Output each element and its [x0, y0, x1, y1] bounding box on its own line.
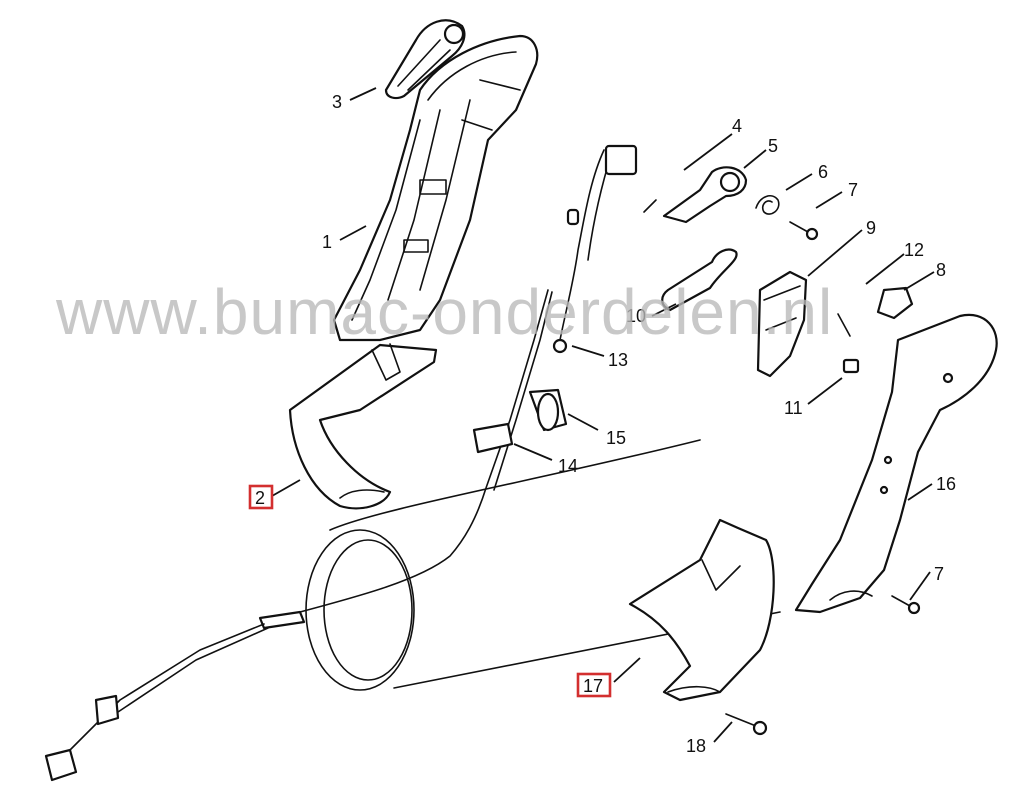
callout-2: 2: [255, 488, 265, 508]
part-10-lever: [661, 248, 738, 312]
part-17-upper-shell: [628, 518, 775, 702]
part-14-throttle-cable: [258, 289, 553, 630]
callout-labels: 3 1 2 4 5 6 7 9 12 8 10 13 11 15 14 16 7…: [255, 92, 956, 756]
callout-16: 16: [936, 474, 956, 494]
callout-18: 18: [686, 736, 706, 756]
part-5-trigger: [662, 166, 748, 224]
callout-5: 5: [768, 136, 778, 156]
highlight-box-17: [576, 672, 612, 698]
callout-10: 10: [626, 306, 646, 326]
part-7-screw-lower: [891, 595, 921, 615]
callout-12: 12: [904, 240, 924, 260]
part-3-clip: [384, 19, 466, 100]
part-13-wire: [552, 144, 638, 354]
part-9-switch: [756, 270, 808, 378]
cable-loom: [44, 623, 269, 782]
callout-17: 17: [583, 676, 603, 696]
callout-11: 11: [784, 398, 803, 418]
callout-8: 8: [936, 260, 946, 280]
part-7-screw-upper: [789, 221, 819, 241]
callout-3: 3: [332, 92, 342, 112]
leader-lines: [271, 87, 935, 743]
callout-4: 4: [732, 116, 742, 136]
part-16-housing: [794, 313, 998, 614]
callout-9: 9: [866, 218, 876, 238]
part-8-insert: [876, 286, 914, 320]
part-2-lower-shell: [288, 343, 438, 510]
part-15-grommet: [528, 388, 568, 432]
part-4-pin: [643, 199, 657, 213]
callout-7-upper: 7: [848, 180, 858, 200]
part-1-handle: [332, 34, 539, 342]
callout-13: 13: [608, 350, 628, 370]
part-6-spring: [755, 195, 780, 215]
callout-15: 15: [606, 428, 626, 448]
part-12-spring: [837, 313, 851, 337]
callout-7-lower: 7: [934, 564, 944, 584]
highlight-box-2: [248, 484, 274, 510]
part-11-nut: [842, 358, 860, 374]
callout-14: 14: [558, 456, 578, 476]
watermark-text: www.bumac-onderdelen.nl: [55, 276, 833, 348]
callout-6: 6: [818, 162, 828, 182]
part-18-screw: [725, 713, 768, 736]
callout-1: 1: [322, 232, 332, 252]
